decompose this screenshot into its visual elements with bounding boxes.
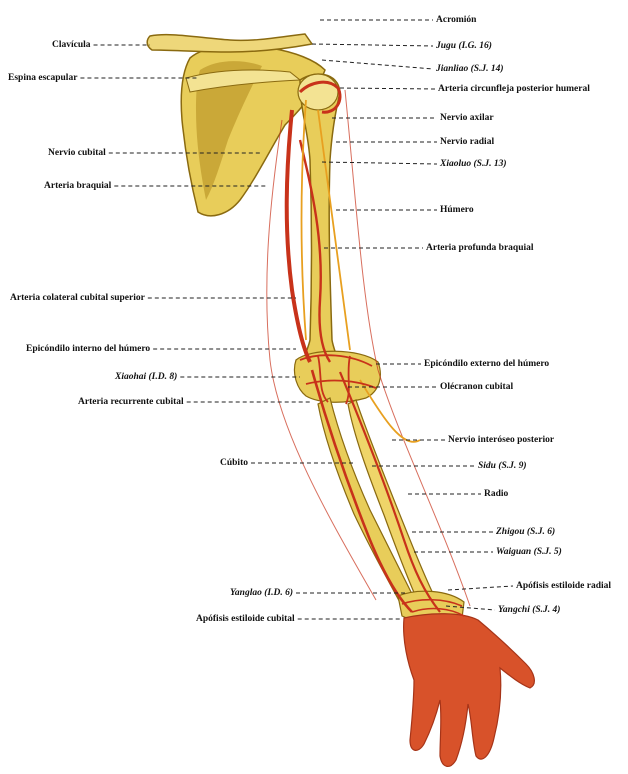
label-jugu: Jugu (I.G. 16) xyxy=(436,40,492,52)
label-arteria-braquial: Arteria braquial xyxy=(44,180,111,192)
label-olecranon: Olécranon cubital xyxy=(440,381,513,393)
label-xiaoluo: Xiaoluo (S.J. 13) xyxy=(440,158,507,170)
brachial-artery xyxy=(287,110,310,362)
label-radial: Nervio radial xyxy=(440,136,494,148)
label-zhigou: Zhigou (S.J. 6) xyxy=(496,526,555,538)
label-axilar: Nervio axilar xyxy=(440,112,494,124)
label-epicondilo-ext: Epicóndilo externo del húmero xyxy=(424,358,549,370)
label-colateral: Arteria colateral cubital superior xyxy=(10,292,145,304)
label-circunfleja: Arteria circunfleja posterior humeral xyxy=(438,83,590,95)
label-sidu: Sidu (S.J. 9) xyxy=(478,460,527,472)
label-acromion: Acromión xyxy=(436,14,476,26)
label-yanglao: Yanglao (I.D. 6) xyxy=(230,587,293,599)
clavicle xyxy=(147,34,312,52)
label-nervio-cubital: Nervio cubital xyxy=(48,147,106,159)
label-espina: Espina escapular xyxy=(8,72,77,84)
label-profunda: Arteria profunda braquial xyxy=(426,242,534,254)
label-clavicula: Clavícula xyxy=(52,39,91,51)
label-yangchi: Yangchi (S.J. 4) xyxy=(498,604,560,616)
label-waiguan: Waiguan (S.J. 5) xyxy=(496,546,562,558)
label-xiaohai-id: Xiaohai (I.D. 8) xyxy=(115,371,177,383)
label-recurrente: Arteria recurrente cubital xyxy=(78,396,184,408)
humeral-head xyxy=(298,74,338,110)
leader-jianliao xyxy=(322,60,433,69)
label-humero: Húmero xyxy=(440,204,474,216)
leader-apofisis-rad xyxy=(448,586,513,590)
label-cubito: Cúbito xyxy=(220,457,248,469)
label-jianliao: Jianliao (S.J. 14) xyxy=(436,63,504,75)
label-interoseo: Nervio interóseo posterior xyxy=(448,434,554,446)
leader-xiaoluo xyxy=(322,162,437,164)
leader-jugu xyxy=(312,44,433,46)
label-epicondilo-int: Epicóndilo interno del húmero xyxy=(26,343,150,355)
label-apofisis-rad: Apófisis estiloide radial xyxy=(516,580,611,592)
leader-circunfleja xyxy=(340,88,435,89)
label-radio: Radio xyxy=(484,488,508,500)
label-apofisis-cub: Apófisis estiloide cubital xyxy=(196,613,295,625)
hand xyxy=(404,614,535,767)
